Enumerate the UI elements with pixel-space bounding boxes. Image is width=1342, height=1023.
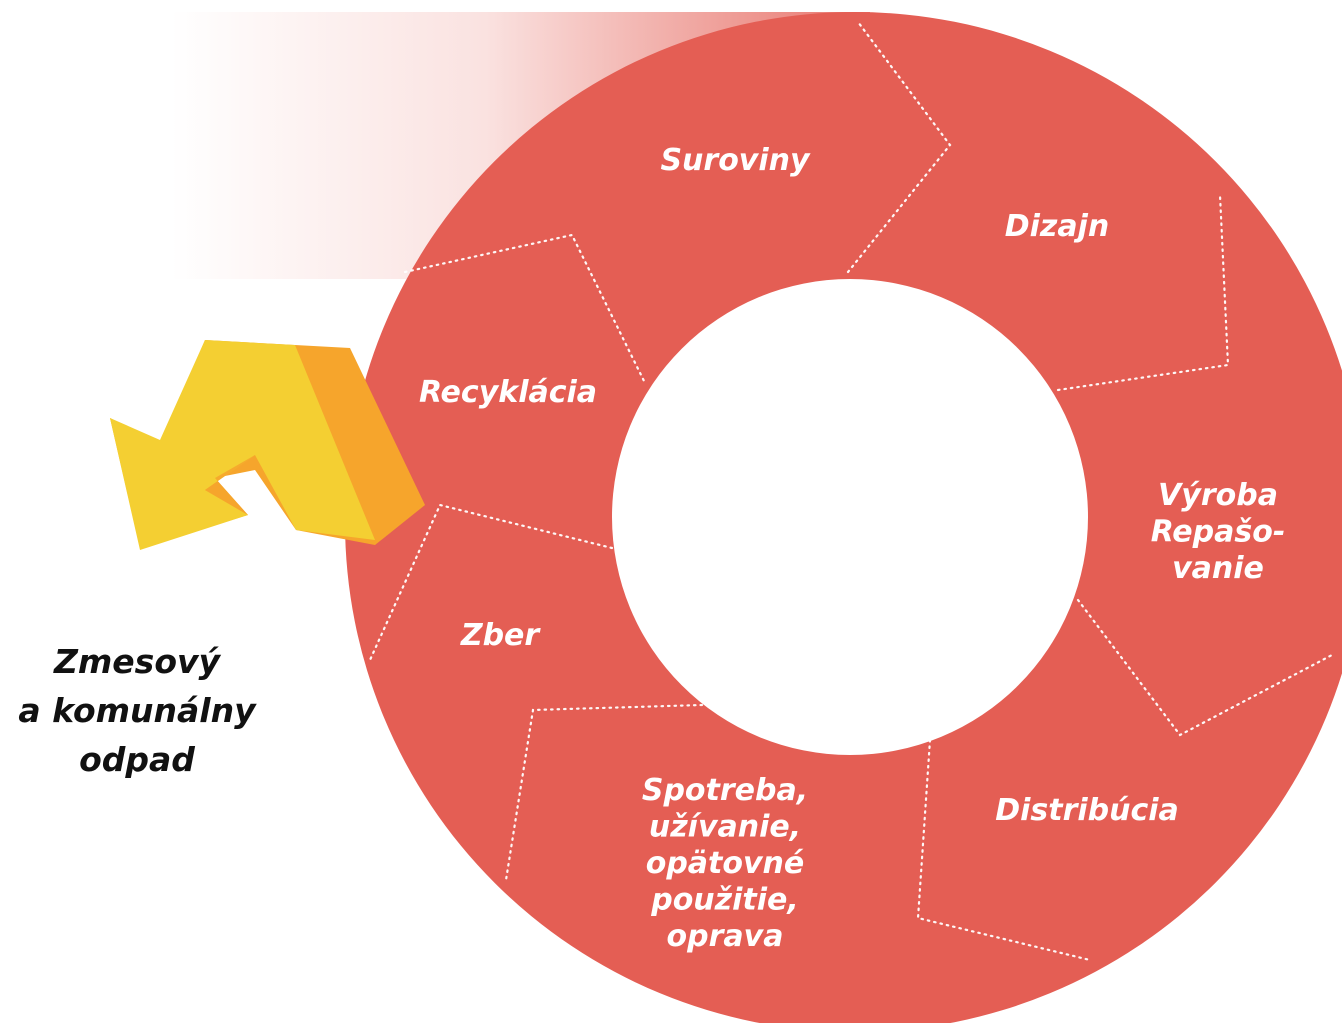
segment-label-dizajn: Dizajn bbox=[1005, 209, 1110, 244]
exit-arrow-front bbox=[110, 340, 375, 550]
label-line: odpad bbox=[79, 740, 195, 779]
divider-vyroba-distribucia bbox=[1076, 598, 1334, 737]
cycle-ring bbox=[345, 12, 1342, 1023]
label-line: Zmesový bbox=[53, 642, 222, 681]
label-line: opätovné bbox=[646, 846, 805, 881]
segment-label-suroviny: Suroviny bbox=[660, 143, 811, 178]
divider-spotreba-zber bbox=[504, 703, 704, 882]
segment-label-zber: Zber bbox=[460, 618, 542, 653]
label-line: vanie bbox=[1172, 551, 1264, 586]
divider-suroviny-dizajn bbox=[846, 20, 952, 274]
divider-zber-recyklacia bbox=[368, 503, 614, 662]
segment-label-recyklacia: Recyklácia bbox=[419, 375, 597, 410]
divider-dizajn-vyroba bbox=[1056, 193, 1230, 392]
label-line: a komunálny bbox=[18, 691, 257, 730]
exit-arrow-shade bbox=[205, 455, 255, 515]
divider-recyklacia-suroviny bbox=[403, 233, 647, 385]
label-line: použitie, bbox=[650, 883, 799, 918]
divider-distribucia-spotreba bbox=[916, 738, 1092, 962]
segment-label-distribucia: Distribúcia bbox=[995, 793, 1179, 828]
exit-arrow-icon bbox=[110, 340, 425, 550]
label-line: Repašo- bbox=[1151, 515, 1286, 550]
waste-label: Zmesový a komunálny odpad bbox=[18, 642, 257, 779]
stage-dividers bbox=[368, 20, 1334, 962]
label-line: Spotreba, bbox=[642, 773, 808, 808]
label-line: oprava bbox=[667, 919, 784, 954]
label-line: užívanie, bbox=[649, 810, 801, 845]
label-line: Výroba bbox=[1158, 478, 1278, 513]
